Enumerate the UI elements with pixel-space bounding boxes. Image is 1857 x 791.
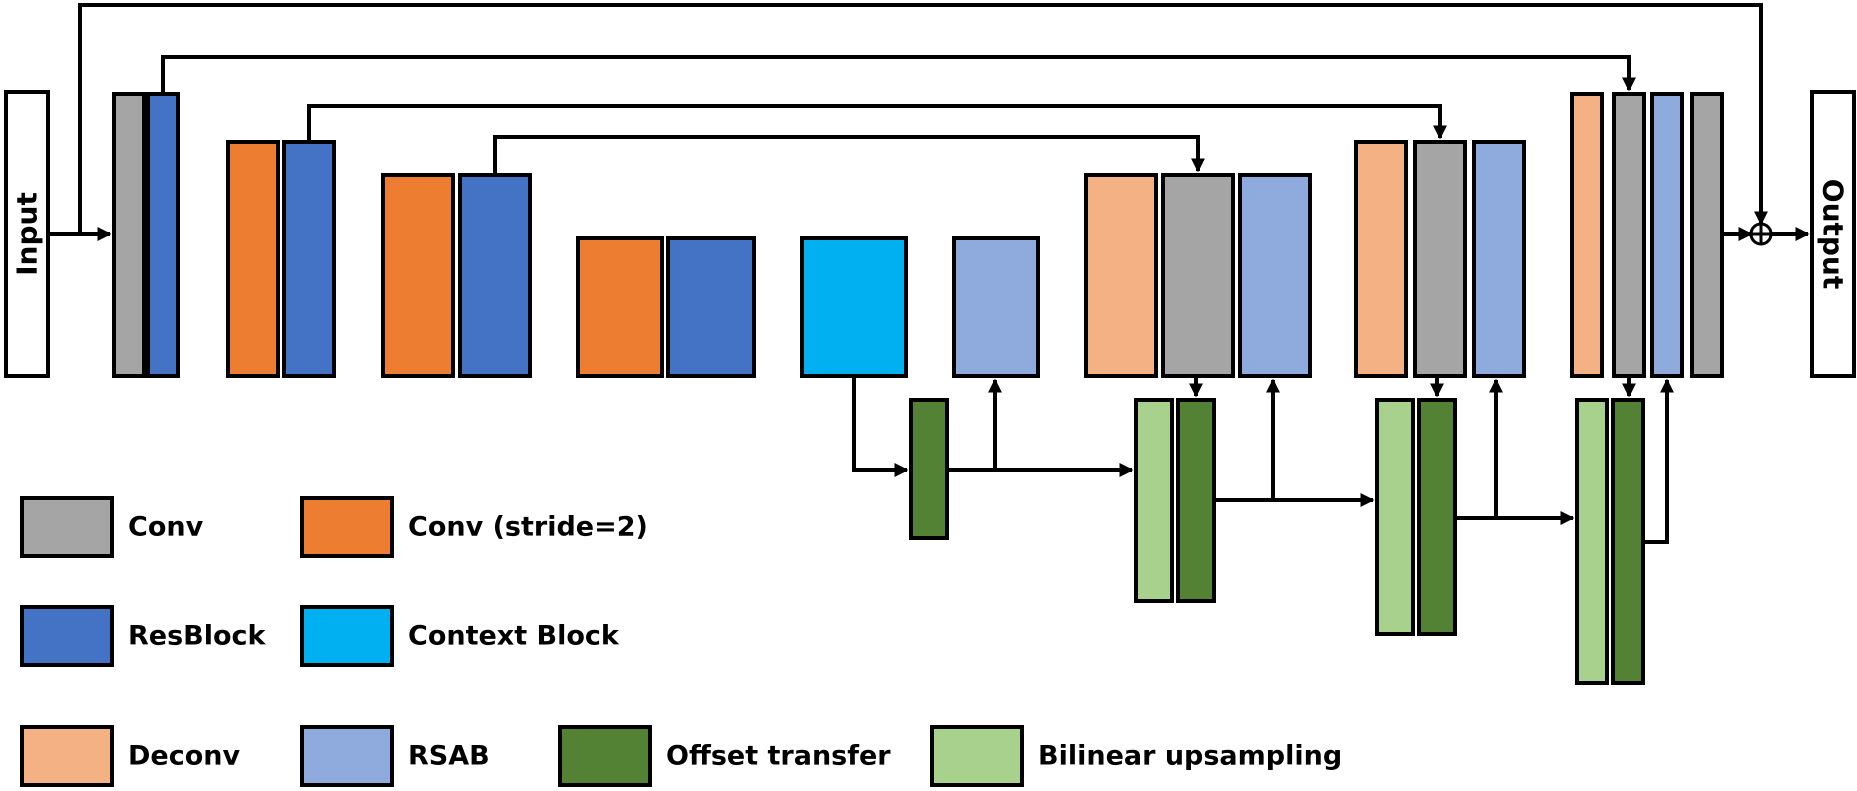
decoder-stage-3	[1084, 173, 1312, 378]
legend-label: ResBlock	[128, 621, 267, 652]
output-label: Output	[1817, 179, 1850, 289]
legend-label: Deconv	[128, 741, 241, 772]
input-node: Input	[4, 90, 50, 378]
encoder-stage-1	[112, 92, 180, 378]
rsab-block	[1650, 92, 1684, 378]
legend-label: Bilinear upsampling	[1038, 741, 1342, 772]
offset-transfer-block	[909, 398, 949, 540]
legend-swatch	[930, 725, 1024, 787]
legend-label: Conv	[128, 512, 204, 543]
legend-item-conv-stride2: Conv (stride=2)	[300, 496, 648, 558]
conv-block	[1161, 173, 1235, 378]
legend-swatch	[300, 496, 394, 558]
legend-swatch	[20, 725, 114, 787]
conv-block	[1612, 92, 1646, 378]
resblock-block	[146, 92, 180, 378]
conv-block	[112, 92, 146, 378]
legend-label: Offset transfer	[666, 741, 891, 772]
rsab-block	[1238, 173, 1312, 378]
resblock-block	[458, 173, 532, 378]
legend-swatch	[20, 605, 114, 667]
connections	[48, 3, 1810, 544]
bilinear-upsampling-block	[1375, 398, 1415, 636]
encoder-stage-3	[381, 173, 532, 378]
offset-transfer-block	[1611, 398, 1645, 685]
decoder-stage-1	[1570, 92, 1724, 378]
offset-stage-3	[1134, 398, 1216, 603]
encoder-stage-4	[576, 236, 756, 378]
resblock-block	[282, 140, 336, 378]
legend-swatch	[558, 725, 652, 787]
offset-transfer-block	[1417, 398, 1457, 636]
legend-label: Conv (stride=2)	[408, 512, 648, 543]
rsab-block	[952, 236, 1040, 378]
deconv-block	[1570, 92, 1604, 378]
bilinear-upsampling-block	[1134, 398, 1174, 603]
resblock-block	[666, 236, 756, 378]
legend-label: RSAB	[408, 741, 490, 772]
legend-item-offset-transfer: Offset transfer	[558, 725, 891, 787]
decoder-stage-2	[1354, 140, 1526, 378]
legend-item-deconv: Deconv	[20, 725, 241, 787]
conv-stride2-block	[576, 236, 664, 378]
legend: Conv Conv (stride=2) ResBlock Context Bl…	[20, 496, 1342, 787]
conv-stride2-block	[226, 140, 280, 378]
legend-swatch	[300, 605, 394, 667]
legend-item-conv: Conv	[20, 496, 204, 558]
bilinear-upsampling-block	[1575, 398, 1609, 685]
offset-stage-1	[1575, 398, 1645, 685]
input-label: Input	[11, 192, 44, 276]
offset-transfer-block	[1176, 398, 1216, 603]
legend-item-context-block: Context Block	[300, 605, 620, 667]
rsab-block	[1472, 140, 1526, 378]
deconv-block	[1084, 173, 1158, 378]
context-block	[800, 236, 908, 378]
conv-stride2-block	[381, 173, 455, 378]
output-node: Output	[1810, 90, 1856, 378]
sum-icon	[1749, 222, 1773, 246]
conv-block	[1413, 140, 1467, 378]
offset-stage-2	[1375, 398, 1457, 636]
legend-label: Context Block	[408, 621, 620, 652]
legend-item-bilinear-upsampling: Bilinear upsampling	[930, 725, 1342, 787]
legend-item-resblock: ResBlock	[20, 605, 267, 667]
conv-block	[1690, 92, 1724, 378]
legend-swatch	[300, 725, 394, 787]
deconv-block	[1354, 140, 1408, 378]
legend-item-rsab: RSAB	[300, 725, 490, 787]
legend-swatch	[20, 496, 114, 558]
encoder-stage-2	[226, 140, 336, 378]
